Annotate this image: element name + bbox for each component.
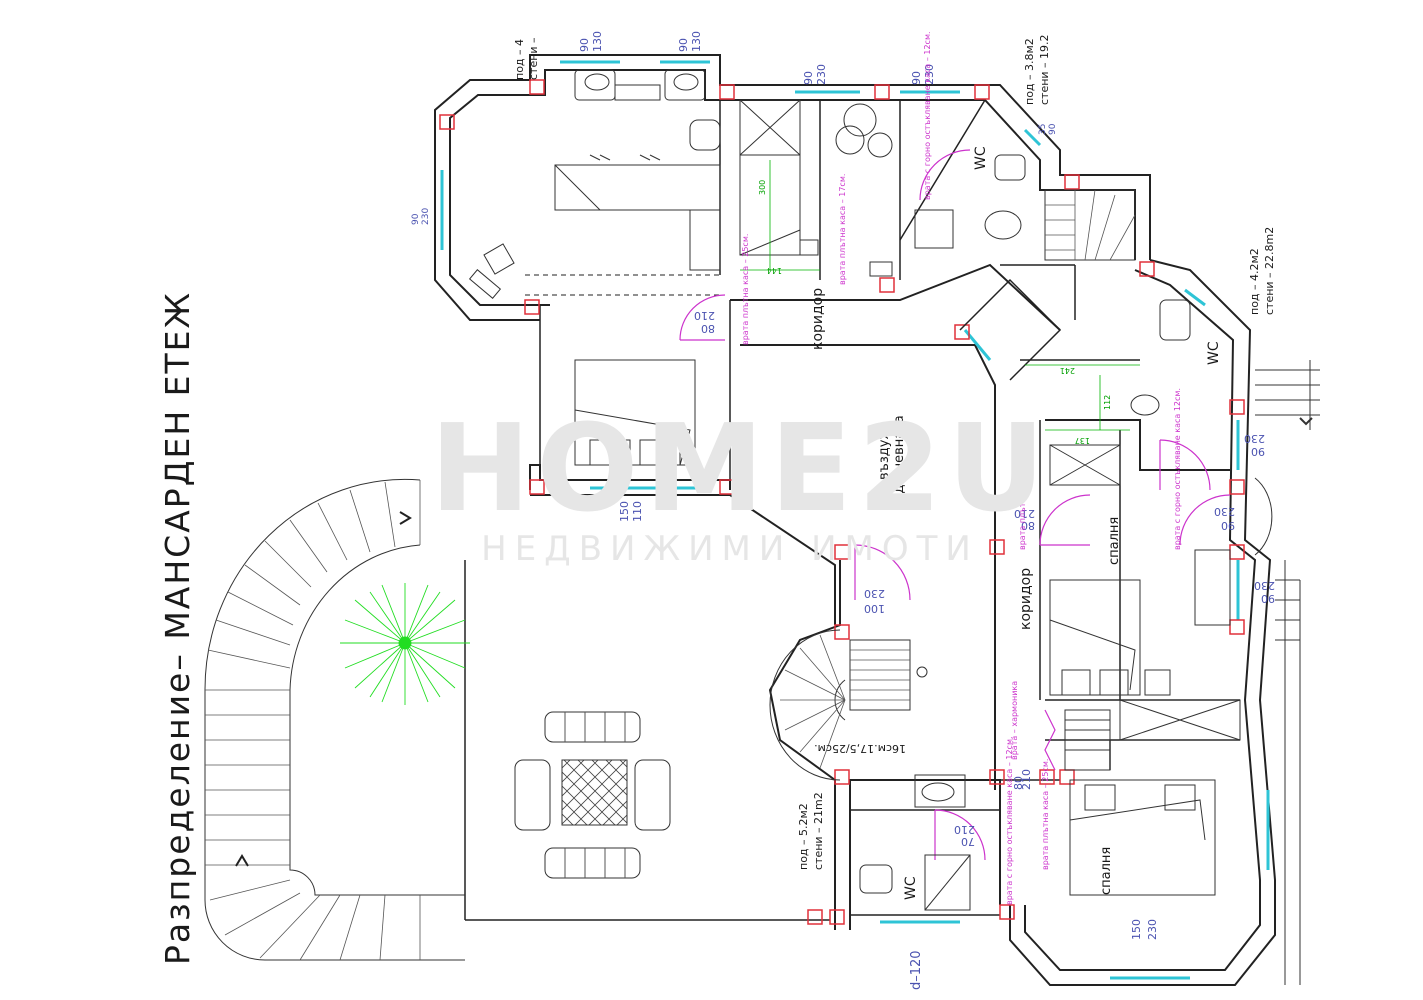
dim-win-right-1a: 230 (1244, 432, 1265, 445)
dim-door-bedroom-a: 210 (1014, 507, 1035, 520)
label-bedroom-bot: спалня (1099, 847, 1114, 895)
green-dimension-lines (740, 160, 1140, 431)
dim-door-corridor-b: 80 (701, 322, 715, 335)
dim-win-right-2a: 230 (1214, 505, 1235, 518)
dim-win-right-3b: 90 (1261, 592, 1275, 605)
green-137: 137 (1075, 436, 1090, 445)
dim-win-top-3a: 90 (802, 71, 815, 85)
stairs-curved-left (204, 478, 465, 961)
label-wc-3: WC (903, 876, 919, 900)
windows (440, 60, 1270, 980)
area-bottom-walls: стени – 21m2 (812, 792, 825, 870)
area-top-right-walls: стени – 19.2 (1038, 34, 1051, 105)
dim-door-void-a: 230 (864, 587, 885, 600)
dim-win-top-1a: 90 (578, 38, 591, 52)
area-right-floor: под – 4.2м2 (1248, 248, 1261, 315)
plant-symbol (340, 583, 470, 705)
columns (439, 79, 1245, 925)
dim-door-side-a: 210 (1020, 769, 1033, 790)
label-corridor-top: коридор (810, 288, 826, 350)
dim-win-right-1b: 90 (1251, 445, 1265, 458)
dim-win-bottom-right-a: 150 (1130, 919, 1143, 940)
area-bottom-floor: под – 5.2м2 (797, 803, 810, 870)
dashed-lines (525, 274, 720, 296)
dim-win-top-4a: 90 (910, 71, 923, 85)
dim-win-mid-b: 110 (631, 501, 644, 522)
diagonal-corridor (959, 264, 1140, 381)
label-bedroom-mid: спалня (1107, 517, 1122, 565)
door-note-8: врата с горно остъкляване каса – 12см. (1005, 736, 1014, 905)
partition-walls (464, 99, 1240, 921)
door-note-5: врата плътна каса – 12см. (1018, 439, 1027, 550)
dim-win-mid-a: 150 (618, 501, 631, 522)
dim-win-bottom-right-b: 230 (1146, 919, 1159, 940)
area-top-left-walls: стени – (527, 37, 540, 80)
door-note-4: врата с горно остъкляване каса 12см. (1173, 388, 1182, 550)
dim-win-top-1b: 130 (591, 31, 604, 52)
plan-title: Разпределение– МАНСАРДЕН ЕТЕЖ (158, 290, 197, 965)
door-note-2: врата плътна каса – 17см. (838, 174, 847, 285)
label-wc-2: WC (1206, 341, 1222, 365)
green-144: 144 (767, 266, 782, 275)
area-top-left-floor: под – 4 (513, 39, 526, 80)
dim-door-side-b: 80 (1012, 776, 1025, 790)
door-note-7: врата плътна каса – 25см. (1041, 759, 1050, 870)
label-wc-1: WC (973, 146, 989, 170)
dim-d120: d–120 (909, 950, 924, 990)
dim-door-bedroom-b: 80 (1021, 519, 1035, 532)
door-note-3: врата плътна каса – 25см. (741, 234, 750, 345)
furniture-right (1049, 299, 1241, 896)
stairs-spiral (769, 629, 928, 781)
dim-door-void-b: 100 (864, 602, 885, 615)
dim-win-top-2a: 90 (677, 38, 690, 52)
furniture-top-left (468, 69, 721, 299)
label-void-1: въздух (877, 432, 892, 480)
door-note-1: врата с горно остъкляване каса – 12см. (923, 31, 932, 200)
stairs-upper-right (1044, 189, 1136, 261)
dim-door-corridor-a: 210 (694, 309, 715, 322)
dim-win-right-3a: 230 (1254, 579, 1275, 592)
area-top-right-floor: под – 3.8м2 (1023, 38, 1036, 105)
green-300: 300 (758, 180, 767, 195)
dim-win-left-b: 230 (421, 208, 431, 225)
bed-top (574, 359, 696, 466)
dim-win-top-2b: 130 (690, 31, 703, 52)
dim-door-wc-a: 210 (954, 823, 975, 836)
dim-wc-a: 35 (1038, 124, 1048, 135)
label-void-2: над дневната (892, 415, 907, 510)
dim-door-wc-b: 70 (961, 835, 975, 848)
doors (679, 149, 1231, 861)
green-241: 241 (1060, 366, 1075, 375)
furniture-bath-mid (739, 99, 1026, 277)
green-112: 112 (1103, 395, 1112, 410)
outer-walls (434, 54, 1276, 986)
dim-wc-b: 90 (1048, 123, 1058, 135)
dim-win-top-3b: 230 (815, 64, 828, 85)
area-right-walls: стени – 22.8m2 (1263, 227, 1276, 315)
dim-win-left-a: 90 (411, 213, 421, 225)
terrace-furniture (514, 711, 671, 879)
dim-win-right-2b: 90 (1221, 519, 1235, 532)
dim-win-top-4b: 230 (923, 64, 936, 85)
door-note-6: врата – хармоника (1010, 681, 1019, 760)
label-corridor-right: коридор (1018, 568, 1034, 630)
exterior-stairs-right (1254, 360, 1320, 985)
label-stairs-note: 16см.17,5/25см. (814, 742, 906, 755)
furniture-bath-bottom (859, 774, 971, 911)
